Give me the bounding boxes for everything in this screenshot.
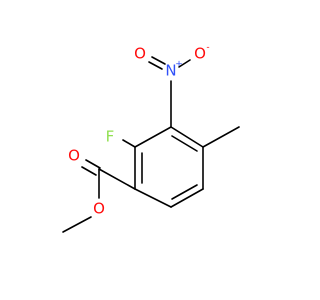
structure-canvas: F N + O O - O O xyxy=(62,43,240,233)
bond-c3-methyl xyxy=(202,126,240,148)
atom-nitro-oxygen-right: O xyxy=(194,45,206,63)
bond-ester-o-methyl xyxy=(62,216,92,233)
bond-n-o-top-a xyxy=(151,56,166,65)
atom-nitro-nitrogen: N xyxy=(165,62,176,80)
bond-carbonyl-o-a xyxy=(85,159,101,169)
atom-ester-oxygen: O xyxy=(93,200,105,218)
charge-nitro-nitrogen: + xyxy=(175,60,183,70)
bond-ring-c4-c5 xyxy=(170,188,204,208)
charge-nitro-oxygen: - xyxy=(206,43,209,53)
bond-ring-c5-c6 xyxy=(134,188,172,208)
bond-ring-c2-c3 xyxy=(170,126,204,148)
bond-n-o-top-b xyxy=(148,61,163,70)
molecule-diagram: F N + O O - O O xyxy=(62,43,240,233)
bond-c1-f xyxy=(122,139,136,148)
bond-ring-inner-c4-c5 xyxy=(171,184,198,200)
bond-c6-carbonyl xyxy=(98,168,136,190)
bond-ring-inner-c2-c3 xyxy=(171,135,198,152)
bond-carbonyl-o-b xyxy=(81,166,97,176)
bond-n-o-right xyxy=(178,59,191,68)
atom-nitro-oxygen-top: O xyxy=(134,45,146,63)
bond-ring-c1-c2 xyxy=(134,126,172,148)
atom-carbonyl-oxygen: O xyxy=(68,147,80,165)
atom-fluorine: F xyxy=(106,128,115,146)
